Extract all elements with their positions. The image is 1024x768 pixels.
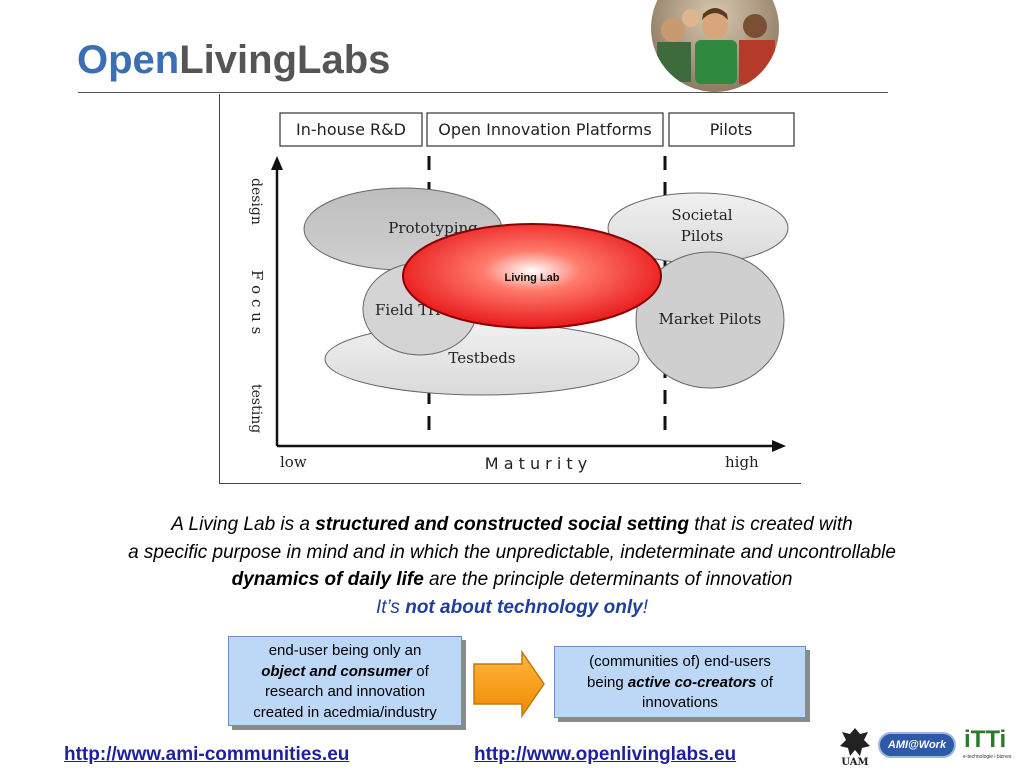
label-market-pilots: Market Pilots xyxy=(659,310,762,328)
phase-box-inhouse xyxy=(279,112,423,147)
right-arrow-icon xyxy=(473,649,545,719)
definition-line-4: It’s not about technology only! xyxy=(0,594,1024,622)
link-ami-communities[interactable]: http://www.ami-communities.eu xyxy=(64,744,350,765)
diagram-svg: In-house R&D Open Innovation Platforms P… xyxy=(248,112,795,473)
phase-label-pilots: Pilots xyxy=(710,120,753,139)
def-bold: not about technology only xyxy=(405,596,643,618)
svg-text:UAM: UAM xyxy=(841,757,868,766)
def-text: that is created with xyxy=(689,514,853,535)
living-lab-definition: A Living Lab is a structured and constru… xyxy=(0,511,1024,621)
box-right-emph: active co-creators xyxy=(627,673,757,691)
y-label-design: design xyxy=(248,178,264,225)
ellipse-market-pilots xyxy=(635,251,785,389)
label-testbeds: Testbeds xyxy=(448,349,515,367)
box-left-line: object and consumer of xyxy=(229,662,461,683)
box-left-text: of xyxy=(412,662,429,680)
label-societal-1: Societal xyxy=(671,206,732,224)
definition-line-1: A Living Lab is a structured and constru… xyxy=(0,511,1024,539)
label-living-lab: Living Lab xyxy=(505,272,560,284)
phase-box-open-innovation xyxy=(426,112,664,147)
box-end-user-consumer: end-user being only an object and consum… xyxy=(228,636,462,726)
partner-logos: UAM AMI@Work iTTi e-technologie i biznes xyxy=(836,724,1022,768)
y-label-focus: F o c u s xyxy=(248,270,266,334)
uam-logo-icon: UAM xyxy=(840,728,870,766)
slide-title: OpenLivingLabs xyxy=(77,38,390,83)
definition-line-3: dynamics of daily life are the principle… xyxy=(0,566,1024,594)
ellipse-living-lab xyxy=(402,223,662,329)
label-societal-2: Pilots xyxy=(681,227,723,245)
box-left-emph: object and consumer xyxy=(261,662,413,680)
itti-logo-subtitle: e-technologie i biznes xyxy=(963,754,1012,760)
x-label-low: low xyxy=(280,453,307,471)
phase-label-open-innovation: Open Innovation Platforms xyxy=(438,120,651,139)
def-text: A Living Lab is a xyxy=(171,514,316,535)
box-left-line: created in acedmia/industry xyxy=(253,703,437,721)
box-right-line: innovations xyxy=(642,694,718,711)
box-right-line: (communities of) end-users xyxy=(589,653,771,670)
box-right-text: being xyxy=(587,673,628,691)
link-openlivinglabs[interactable]: http://www.openlivinglabs.eu xyxy=(474,744,737,765)
def-bold: dynamics of daily life xyxy=(231,569,424,590)
phase-box-pilots xyxy=(668,112,795,147)
label-prototyping: Prototyping xyxy=(388,219,478,237)
phase-label-inhouse: In-house R&D xyxy=(296,120,406,139)
x-label-maturity: M a t u r i t y xyxy=(485,454,587,473)
box-left-line: end-user being only an xyxy=(268,642,422,659)
def-text: It’s xyxy=(376,596,406,618)
itti-logo: iTTi xyxy=(964,726,1007,753)
living-lab-diagram: In-house R&D Open Innovation Platforms P… xyxy=(219,94,801,484)
definition-line-2: a specific purpose in mind and in which … xyxy=(128,541,896,563)
title-livinglabs: LivingLabs xyxy=(179,38,391,82)
def-bold: structured and constructed social settin… xyxy=(315,514,690,535)
box-right-text: of xyxy=(756,673,773,691)
box-right-line: being active co-creators of xyxy=(555,673,805,694)
y-axis-arrowhead xyxy=(271,156,283,170)
people-photo-icon xyxy=(651,0,779,92)
title-divider xyxy=(78,92,888,93)
title-open: Open xyxy=(77,38,180,82)
y-label-testing: testing xyxy=(248,384,264,433)
def-text: are the principle determinants of innova… xyxy=(423,569,793,590)
x-label-high: high xyxy=(725,453,759,471)
x-axis-arrowhead xyxy=(772,440,786,452)
box-active-co-creators: (communities of) end-users being active … xyxy=(554,646,806,718)
ami-work-logo: AMI@Work xyxy=(878,732,956,758)
def-text: ! xyxy=(642,596,648,618)
box-left-line: research and innovation xyxy=(264,683,426,700)
